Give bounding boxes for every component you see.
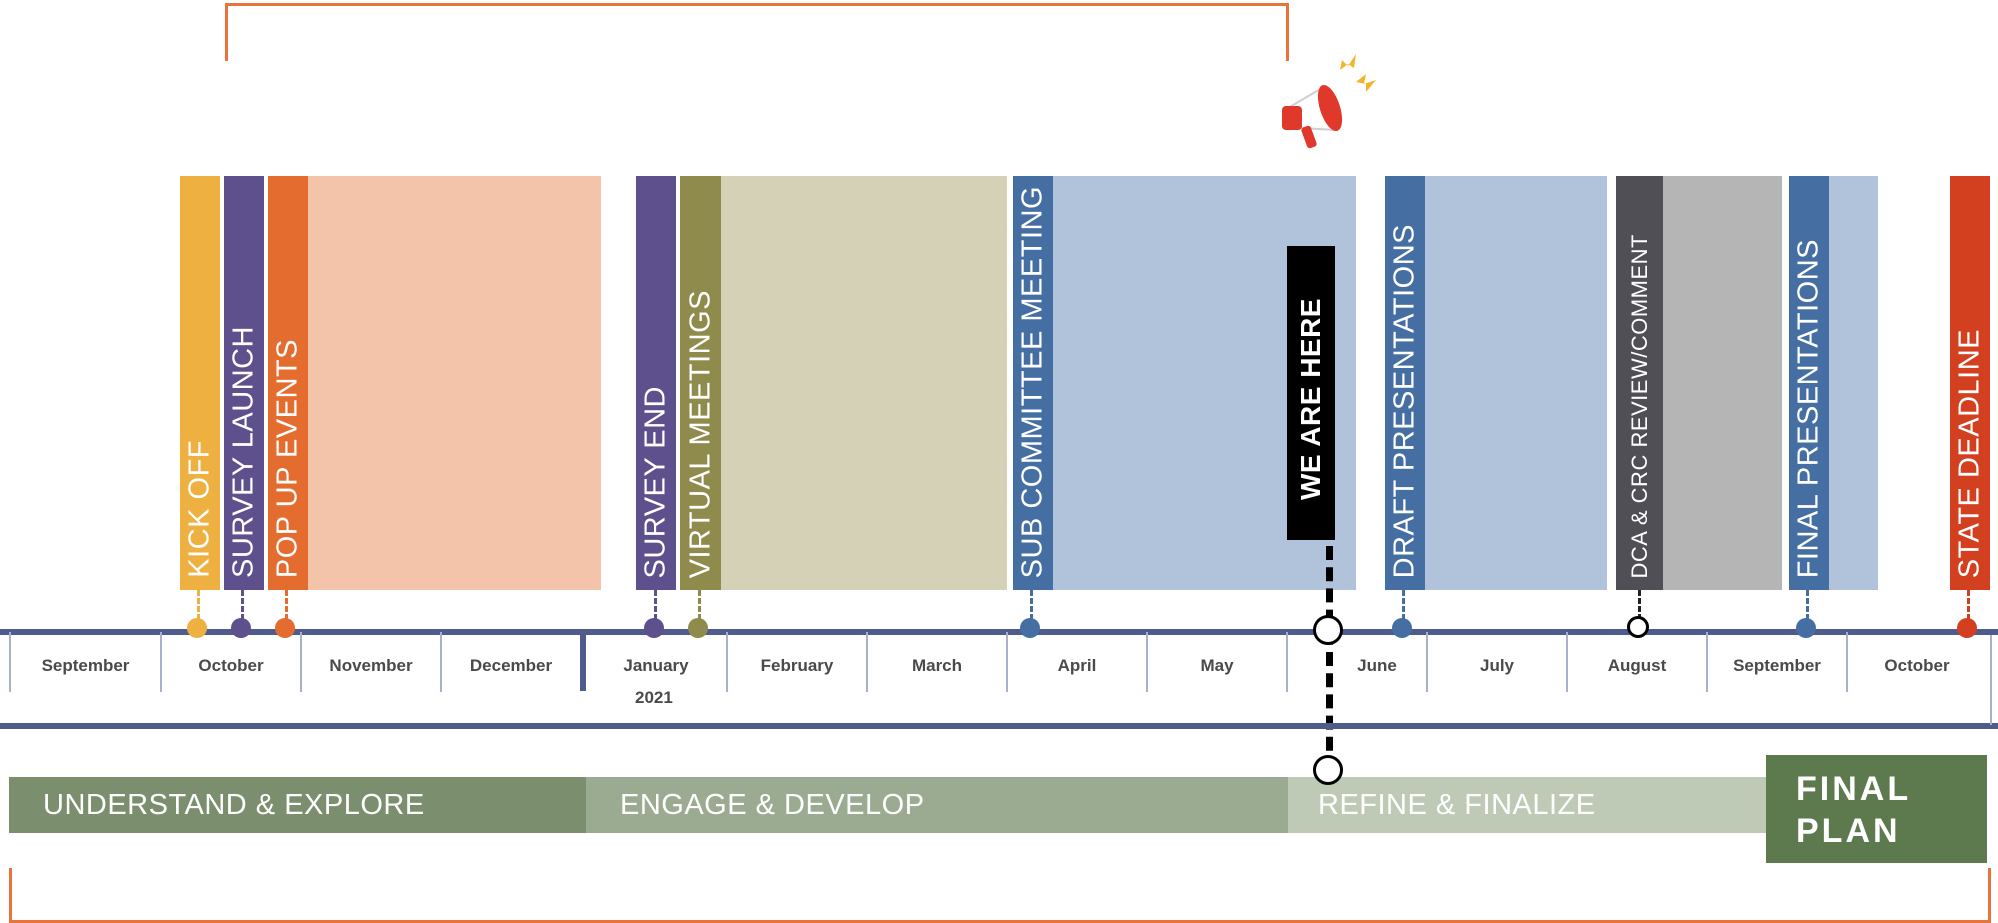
month-october-2020: October bbox=[160, 632, 300, 692]
state-deadline-dot bbox=[1957, 618, 1977, 638]
we-are-here-label: WE ARE HERE bbox=[1295, 297, 1326, 500]
sub-committee-meeting-column: SUB COMMITTEE MEETING bbox=[1013, 176, 1053, 590]
pop-up-events-column: POP UP EVENTS bbox=[268, 176, 308, 590]
month-may: May bbox=[1146, 632, 1286, 692]
month-march: March bbox=[866, 632, 1006, 692]
phase-label: REFINE & FINALIZE bbox=[1318, 788, 1596, 821]
survey-end-column: SURVEY END bbox=[636, 176, 676, 590]
timeline-axis-top bbox=[0, 629, 1998, 635]
engagement-period-block bbox=[305, 176, 601, 590]
phase-understand-explore: UNDERSTAND & EXPLORE bbox=[9, 777, 586, 833]
final-presentations-column: FINAL PRESENTATIONS bbox=[1789, 176, 1829, 590]
month-label: December bbox=[469, 656, 553, 675]
month-september-2020: September bbox=[9, 632, 160, 692]
month-december: December bbox=[440, 632, 580, 692]
draft-period-block bbox=[1424, 176, 1607, 590]
month-label: October bbox=[198, 656, 264, 675]
draft-presentations-column: DRAFT PRESENTATIONS bbox=[1385, 176, 1425, 590]
state-deadline-column: STATE DEADLINE bbox=[1950, 176, 1990, 590]
pop-up-events-dot bbox=[275, 618, 295, 638]
sub-committee-dot bbox=[1020, 618, 1040, 638]
draft-presentations-dot bbox=[1392, 618, 1412, 638]
survey-launch-label: SURVEY LAUNCH bbox=[227, 325, 260, 578]
final-presentations-label: FINAL PRESENTATIONS bbox=[1792, 238, 1825, 578]
month-november: November bbox=[300, 632, 440, 692]
virtual-meetings-period-block bbox=[720, 176, 1007, 590]
sub-committee-meeting-label: SUB COMMITTEE MEETING bbox=[1016, 185, 1049, 578]
kick-off-label: KICK OFF bbox=[183, 440, 216, 578]
phase-engage-develop: ENGAGE & DEVELOP bbox=[586, 777, 1288, 833]
final-plan-box: FINAL PLAN bbox=[1766, 755, 1987, 863]
month-february: February bbox=[726, 632, 866, 692]
kick-off-connector bbox=[197, 590, 200, 628]
month-september-2021: September bbox=[1706, 632, 1846, 692]
axis-right-edge bbox=[1990, 635, 1992, 725]
state-deadline-connector bbox=[1967, 590, 1970, 628]
megaphone-icon bbox=[1282, 54, 1376, 149]
bottom-bracket bbox=[9, 868, 1991, 923]
kick-off-column: KICK OFF bbox=[180, 176, 220, 590]
month-label: November bbox=[329, 656, 413, 675]
survey-launch-dot bbox=[231, 618, 251, 638]
survey-end-label: SURVEY END bbox=[639, 385, 672, 579]
month-label: February bbox=[760, 656, 834, 675]
final-presentations-connector bbox=[1806, 590, 1809, 628]
dca-crc-dot bbox=[1627, 616, 1649, 638]
dca-crc-review-label: DCA & CRC REVIEW/COMMENT bbox=[1626, 233, 1652, 578]
month-label: October bbox=[1884, 656, 1950, 675]
we-are-here-marker: WE ARE HERE bbox=[1287, 246, 1335, 540]
year-divider bbox=[580, 635, 586, 691]
year-label-2021: 2021 bbox=[635, 688, 673, 707]
phase-label: UNDERSTAND & EXPLORE bbox=[43, 788, 425, 821]
survey-launch-connector bbox=[241, 590, 244, 628]
month-label: April bbox=[1057, 656, 1097, 675]
final-presentations-dot bbox=[1796, 618, 1816, 638]
we-are-here-axis-dot bbox=[1313, 615, 1343, 645]
draft-presentations-label: DRAFT PRESENTATIONS bbox=[1388, 223, 1421, 578]
virtual-meetings-label: VIRTUAL MEETINGS bbox=[684, 289, 716, 578]
review-period-block bbox=[1663, 176, 1782, 590]
timeline-axis-bottom bbox=[0, 723, 1998, 729]
month-july: July bbox=[1426, 632, 1566, 692]
survey-end-dot bbox=[644, 618, 664, 638]
we-are-here-phase-dot bbox=[1313, 755, 1343, 785]
month-august: August bbox=[1566, 632, 1706, 692]
month-april: April bbox=[1006, 632, 1146, 692]
pop-up-events-connector bbox=[285, 590, 288, 628]
phase-label: ENGAGE & DEVELOP bbox=[620, 788, 925, 821]
month-october-2021: October bbox=[1846, 632, 1986, 692]
pop-up-events-label: POP UP EVENTS bbox=[271, 338, 304, 578]
virtual-meetings-connector bbox=[698, 590, 701, 628]
final-plan-line2: PLAN bbox=[1796, 812, 1901, 850]
sub-committee-connector bbox=[1030, 590, 1033, 628]
month-label: August bbox=[1607, 656, 1667, 675]
month-label: January bbox=[623, 656, 689, 675]
phase-refine-finalize: REFINE & FINALIZE bbox=[1288, 777, 1766, 833]
month-label: March bbox=[911, 656, 963, 675]
month-label: June bbox=[1357, 656, 1397, 675]
month-label: September bbox=[41, 656, 130, 675]
survey-launch-column: SURVEY LAUNCH bbox=[224, 176, 264, 590]
month-january: January bbox=[586, 632, 726, 692]
dca-crc-connector bbox=[1638, 590, 1641, 620]
final-period-block bbox=[1828, 176, 1878, 590]
month-label: May bbox=[1200, 656, 1234, 675]
month-label: September bbox=[1733, 656, 1821, 675]
virtual-meetings-dot bbox=[688, 618, 708, 638]
top-bracket bbox=[225, 3, 1289, 61]
final-plan-line1: FINAL bbox=[1796, 770, 1912, 808]
state-deadline-label: STATE DEADLINE bbox=[1953, 328, 1986, 578]
kick-off-dot bbox=[187, 618, 207, 638]
we-are-here-dashed-line bbox=[1326, 546, 1333, 772]
virtual-meetings-column: VIRTUAL MEETINGS bbox=[680, 176, 721, 590]
month-label: July bbox=[1479, 656, 1515, 675]
dca-crc-review-column: DCA & CRC REVIEW/COMMENT bbox=[1616, 176, 1663, 590]
month-june: June bbox=[1286, 632, 1426, 692]
survey-end-connector bbox=[654, 590, 657, 628]
draft-presentations-connector bbox=[1402, 590, 1405, 628]
